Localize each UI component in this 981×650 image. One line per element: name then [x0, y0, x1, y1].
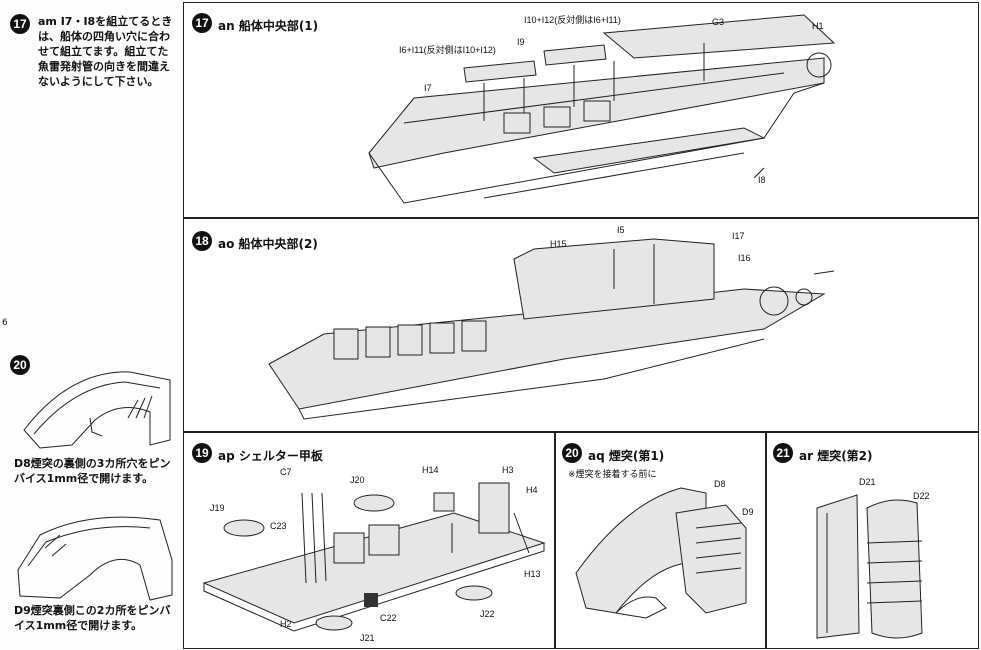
label-d21: D21 — [859, 477, 876, 487]
page-mark: 6 — [2, 318, 8, 328]
label-i8: I8 — [758, 175, 766, 185]
step-21-panel-badge: 21 — [773, 443, 793, 463]
label-h3: H3 — [502, 465, 514, 475]
shelter-deck-drawing — [202, 482, 546, 632]
label-j20: J20 — [350, 475, 365, 485]
label-i17: I17 — [732, 231, 745, 241]
funnel-2-drawing — [816, 494, 923, 639]
d8-stack-drawing — [17, 371, 173, 601]
label-h13: H13 — [524, 569, 541, 579]
panel-20-title: aq 煙突(第1) — [588, 449, 665, 463]
panel-18-title: ao 船体中央部(2) — [218, 237, 318, 251]
panel-20-subnote: ※煙突を接着する前に — [568, 470, 657, 480]
label-i9: I9 — [517, 37, 525, 47]
step-19-panel-badge: 19 — [192, 443, 212, 463]
label-i10-i12: I10+I12(反対側はI6+I11) — [524, 15, 621, 25]
label-h1: H1 — [812, 21, 824, 31]
d8-hole-note: D8煙突の裏側の3カ所穴をピンバイス1mm径で開けます。 — [14, 457, 171, 485]
step-18-panel-badge: 18 — [192, 231, 212, 251]
panel-19-title: ap シェルター甲板 — [218, 449, 323, 463]
label-h4: H4 — [526, 485, 538, 495]
step-17-badge: 17 — [10, 14, 30, 34]
left-column: 17 am I7・I8を組立てるときは、船体の四角い穴に合わせて組立てます。組立… — [0, 0, 183, 649]
d9-hole-note: D9煙突裏側この2カ所をピンバイス1mm径で開けます。 — [14, 604, 171, 632]
label-h14: H14 — [422, 465, 439, 475]
label-i5: I5 — [617, 225, 625, 235]
panel-17-title: an 船体中央部(1) — [218, 19, 319, 33]
label-c7: C7 — [280, 467, 292, 477]
label-i16: I16 — [738, 253, 751, 263]
label-c22: C22 — [380, 613, 397, 623]
step-20-panel-badge: 20 — [562, 443, 582, 463]
label-g3: G3 — [712, 17, 725, 27]
step-17-note: am I7・I8を組立てるときは、船体の四角い穴に合わせて組立てます。組立てた魚… — [38, 15, 173, 88]
panel-step-20: 20 aq 煙突(第1) ※煙突を接着する前に D8 D9 — [555, 432, 766, 649]
panel-step-18: 18 ao 船体中央部(2) I5 H15 I17 I16 — [183, 218, 979, 432]
label-d9: D9 — [742, 507, 754, 517]
hull-midsection-2-drawing — [268, 238, 835, 420]
panel-21-title: ar 煙突(第2) — [799, 449, 873, 463]
label-c23: C23 — [270, 521, 287, 531]
label-j22: J22 — [480, 609, 495, 619]
hull-midsection-1-drawing — [368, 14, 836, 204]
step-17-panel-badge: 17 — [192, 13, 212, 33]
panel-step-19: 19 ap シェルター甲板 C7 J20 H14 H3 H4 J19 C23 H… — [183, 432, 555, 649]
label-i6-i11: I6+I11(反対側はI10+I12) — [399, 45, 496, 55]
label-i7: I7 — [424, 83, 432, 93]
panel-step-17: 17 an 船体中央部(1) I10+I12(反対側はI6+I11) I6+I1… — [183, 2, 979, 218]
step-20-badge: 20 — [10, 355, 30, 375]
label-j19: J19 — [210, 503, 225, 513]
label-d8: D8 — [714, 479, 726, 489]
funnel-1-drawing — [575, 487, 747, 619]
label-j21: J21 — [360, 633, 375, 643]
label-h15: H15 — [550, 239, 567, 249]
panel-step-21: 21 ar 煙突(第2) D21 D22 — [766, 432, 979, 649]
label-h2: H2 — [280, 619, 292, 629]
label-d22: D22 — [913, 491, 930, 501]
